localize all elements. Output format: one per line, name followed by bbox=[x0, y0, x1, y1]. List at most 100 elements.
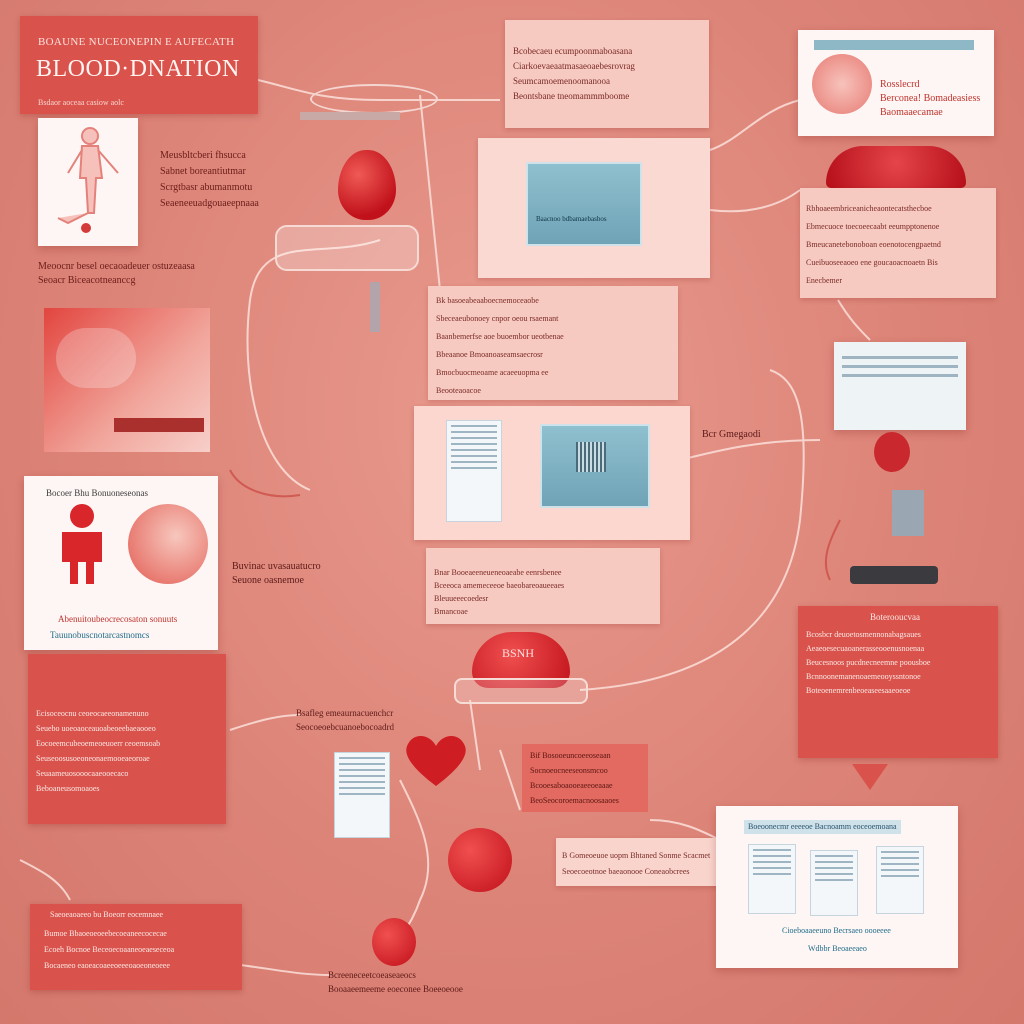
right-list: Rbhoaeembriceanicheaontecatsthecboe Ebme… bbox=[800, 188, 996, 298]
left-top-text: Meusbltcberi fhsucca Sabnet boreantiutma… bbox=[160, 148, 259, 212]
text-line: Seaeneeuadgouaeepnaaa bbox=[160, 198, 259, 209]
monitor-screen bbox=[540, 424, 650, 508]
drip-cap bbox=[310, 84, 438, 114]
arm-shape bbox=[56, 328, 136, 388]
card-line-2: Wdbbr Beoaeeaeo bbox=[808, 944, 867, 953]
heart-icon bbox=[406, 735, 466, 786]
list-item: Bmancoae bbox=[434, 607, 468, 616]
blood-drop-icon bbox=[338, 150, 396, 220]
caption-line: Buvinac uvasauatucro bbox=[232, 561, 321, 572]
list-item: Beontsbane tneomammmboome bbox=[513, 91, 630, 101]
box-heading: Saeoeaoaeeo bu Boeorr eocemnaee bbox=[50, 910, 164, 919]
machine-base bbox=[850, 566, 938, 584]
person-icon bbox=[62, 504, 102, 584]
card-line: Berconea! Bomadeasiess bbox=[880, 93, 981, 104]
caption-line: Seoacr Biceacotneanccg bbox=[38, 275, 136, 286]
text-line: Sabnet boreantiutmar bbox=[160, 166, 246, 177]
list-item: Seoecoeotnoe baeaonooe Coneaobcrees bbox=[562, 867, 690, 876]
left-top-caption: Meoocnr besel oecaoadeuer ostuzeaasa Seo… bbox=[38, 260, 195, 288]
left-mid-caption: Buvinac uvasauatucro Seuone oasnemoe bbox=[232, 560, 321, 588]
document-icon bbox=[334, 752, 390, 838]
list-item: Bmeucanetebonoboan eoenotocengpaetnd bbox=[806, 240, 941, 249]
header-sub-line: Bsdaor aoceaa casiow aolc bbox=[38, 98, 124, 107]
list-item: Baanbemerfse aoe buoembor ueotbenae bbox=[436, 332, 564, 341]
list-item: Bk basoeabeaaboecnemoceaobe bbox=[436, 296, 539, 305]
center-lower-box: Bnar Booeaeeneueneoaeabe eenrsbenee Bcee… bbox=[426, 548, 660, 624]
list-item: Bcnnoonemanenoaemeooyssntonoe bbox=[806, 672, 921, 681]
tray bbox=[454, 678, 588, 704]
text-line: Meusbltcberi fhsucca bbox=[160, 150, 246, 161]
text-line: Scrgtbasr abumanmotu bbox=[160, 182, 253, 193]
top-center-box: Bcobecaeu ecumpoonmaboasana Ciarkoevaeaa… bbox=[505, 20, 709, 128]
drip-bar bbox=[300, 112, 400, 120]
blood-bag bbox=[275, 225, 419, 271]
bottom-caption: Bcreeneceetcoeaseaeocs Booaaeemeeme eoec… bbox=[328, 968, 463, 996]
list-item: Ciarkoevaeaatmasaeoaebesrovrag bbox=[513, 61, 635, 71]
list-item: Beboaneusomoaoes bbox=[36, 784, 100, 793]
document-icon bbox=[876, 846, 924, 914]
bottom-left-box: Saeoeaoaeeo bu Boeorr eocemnaee Bumoe Bb… bbox=[30, 904, 242, 990]
device-bar bbox=[814, 40, 974, 50]
document-icon bbox=[748, 844, 796, 914]
list-item: Beucesnoos pucdnecneemne poousboe bbox=[806, 658, 931, 667]
list-item: Ecisoceocnu ceoeocaeeonamenuno bbox=[36, 709, 149, 718]
list-item: Sbeceaeubonoey cnpor oeou rsaemant bbox=[436, 314, 559, 323]
list-item: Seumcamoemenoomanooa bbox=[513, 76, 610, 86]
chart-thumbnail bbox=[576, 442, 606, 472]
list-item: Bcobecaeu ecumpoonmaboasana bbox=[513, 46, 633, 56]
screen-card: Baacnoo bdbamaebasbos bbox=[478, 138, 710, 278]
monitor-screen: Baacnoo bdbamaebasbos bbox=[526, 162, 642, 246]
box-heading: Boterooucvaa bbox=[870, 612, 920, 622]
screen-label: Baacnoo bdbamaebasbos bbox=[536, 215, 607, 223]
card-line: Rosslecrd bbox=[880, 79, 920, 90]
card-line-1: Cioeboaaeeuno Becrsaeo oooeeee bbox=[782, 926, 891, 935]
caption-line: Bsafleg emeaurnacuenchcr bbox=[296, 708, 394, 718]
list-item: Bif Bosooeuncoeeoseaan bbox=[530, 751, 611, 760]
card-heading: Bocoer Bhu Bonuoneseonas bbox=[46, 488, 148, 498]
list-item: Bumoe Bbaoeoeoeebecoeaneecocecae bbox=[44, 929, 167, 938]
needle-tube bbox=[370, 282, 380, 332]
list-item: Bocaeneo eaoeacoaeeoeeeoaoeoneoeee bbox=[44, 961, 170, 970]
bottom-center-caption: B Gomeoeuoe uopm Bhtaned Sonme Scacmet S… bbox=[556, 838, 720, 886]
list-item: Enecbemer bbox=[806, 276, 842, 285]
caption-line: Booaaeemeeme eoeconee Boeeoeooe bbox=[328, 984, 463, 994]
left-red-box: Ecisoceocnu ceoeocaeeonamenuno Seuebo uo… bbox=[28, 654, 226, 824]
heart-anatomy-icon bbox=[128, 504, 208, 584]
blood-drop-icon bbox=[372, 918, 416, 966]
small-red-box: Bif Bosooeuncoeeoseaan Socnoeocneeseonsm… bbox=[522, 744, 648, 812]
base-bar bbox=[114, 418, 204, 432]
left-white-card: Bocoer Bhu Bonuoneseonas Abenuitoubeocre… bbox=[24, 476, 218, 650]
human-body-icon bbox=[57, 127, 119, 233]
machine-joint bbox=[874, 432, 910, 472]
monitor-caption: Bcr Gmegaodi bbox=[702, 429, 761, 440]
document-icon bbox=[810, 850, 858, 916]
caption-line: Bcreeneceetcoeaseaeocs bbox=[328, 970, 416, 980]
heart-label: BSNH bbox=[502, 646, 535, 660]
list-item: Beooteaoacoe bbox=[436, 386, 481, 395]
list-item: Seuaameuosooocaaeooecaco bbox=[36, 769, 129, 778]
middle-caption: Bsafleg emeaurnacuenchcr Seocoeoebcuanoe… bbox=[296, 706, 394, 734]
blood-cell-icon bbox=[448, 828, 512, 892]
machine-body bbox=[892, 490, 924, 536]
list-item: BeoSeocoroemacnoosaaoes bbox=[530, 796, 619, 805]
list-item: Bcosbcr deuoetosmennonabagsaues bbox=[806, 630, 921, 639]
page-title: BLOOD·DNATION bbox=[36, 56, 240, 82]
right-red-box: Boterooucvaa Bcosbcr deuoetosmennonabags… bbox=[798, 606, 998, 758]
blood-cell-icon bbox=[812, 54, 872, 114]
center-list: Bk basoeabeaaboecnemoceaobe Sbeceaeubono… bbox=[428, 286, 678, 400]
list-item: Aeaeoesecuaoanerasseooenusnoenaa bbox=[806, 644, 925, 653]
top-right-card: Rosslecrd Berconea! Bomadeasiess Baomaae… bbox=[798, 30, 994, 136]
list-item: Seuseoosusoeoneonaemooeaeoroae bbox=[36, 754, 150, 763]
down-arrow-icon bbox=[852, 764, 888, 790]
caption-line: Seocoeoebcuanoebocoadrd bbox=[296, 722, 394, 732]
card-line-2: Tauunobuscnotarcastnomcs bbox=[50, 630, 150, 640]
list-item: Ebmecuoce toecoeecaabt eeumpptonenoe bbox=[806, 222, 940, 231]
list-item: Socnoeocneeseonsmcoo bbox=[530, 766, 608, 775]
bottom-right-card: Boeoonecmr eeeeoe Bacnoamm eoceoemoana C… bbox=[716, 806, 958, 968]
header-panel: BOAUNE NUCEONEPIN E AUFECATH BLOOD·DNATI… bbox=[20, 16, 258, 114]
list-item: Eocoeemcubeoemeoeuoerr ceoemsoab bbox=[36, 739, 161, 748]
red-device-icon bbox=[826, 146, 966, 188]
list-item: Bleuueeecoedesr bbox=[434, 594, 489, 603]
list-item: Rbhoaeembriceanicheaontecatsthecboe bbox=[806, 204, 932, 213]
